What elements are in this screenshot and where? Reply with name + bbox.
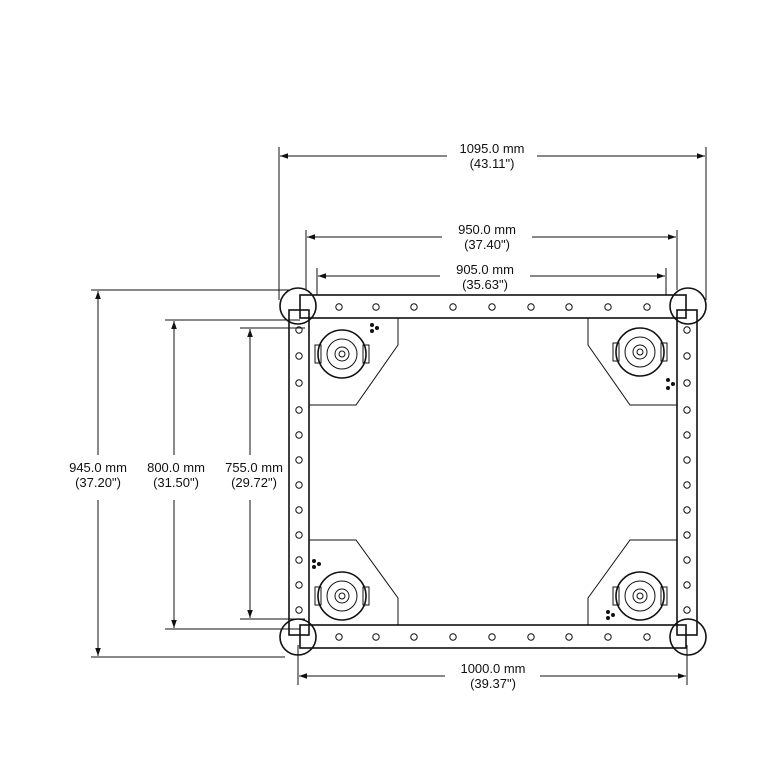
label-outer-width-metric: 950.0 mm [458, 222, 516, 237]
rail-hole [604, 303, 612, 311]
rail-hole [527, 303, 535, 311]
rail-hole [295, 606, 303, 614]
rail-hole [295, 531, 303, 539]
label-bottom-width-imperial: (39.37") [470, 676, 516, 691]
rail-hole [295, 326, 303, 334]
screw-cluster-bottom-left [312, 559, 321, 569]
label-outer-height-metric: 800.0 mm [147, 460, 205, 475]
screw-cluster-top-right [666, 378, 675, 390]
rail-hole [335, 303, 343, 311]
dimension-lines [91, 147, 707, 685]
rail-hole [295, 581, 303, 589]
screw-cluster-bottom-right [606, 610, 615, 620]
rail-hole [372, 633, 380, 641]
caster-bottom-right [612, 571, 668, 621]
rail-hole [295, 481, 303, 489]
rail-hole [683, 556, 691, 564]
rail-hole [335, 633, 343, 641]
rail-hole [604, 633, 612, 641]
corner-post-top-left [279, 287, 317, 325]
rail-hole [683, 326, 691, 334]
label-outer-width-imperial: (37.40") [464, 237, 510, 252]
rail-hole [683, 379, 691, 387]
caster-top-left [314, 329, 370, 379]
label-overall-width-imperial: (43.11") [470, 156, 515, 171]
rail-hole [683, 506, 691, 514]
rail-hole [449, 633, 457, 641]
rail-holes [295, 303, 691, 641]
corner-plate-bottom-right [587, 539, 678, 626]
rail-hole [683, 406, 691, 414]
label-outer-height-imperial: (31.50") [153, 475, 199, 490]
label-inner-width-imperial: (35.63") [462, 277, 508, 292]
corner-post-bottom-right [669, 618, 707, 656]
left-rail [288, 309, 310, 636]
rail-hole [643, 303, 651, 311]
bottom-rail [299, 624, 687, 649]
right-rail [676, 309, 698, 636]
rail-hole [643, 633, 651, 641]
rail-hole [295, 556, 303, 564]
rail-hole [565, 303, 573, 311]
corner-plate-top-right [587, 317, 678, 406]
rail-hole [372, 303, 380, 311]
rail-hole [683, 581, 691, 589]
screw-cluster-top-left [370, 323, 379, 333]
rail-hole [410, 303, 418, 311]
rail-hole [295, 406, 303, 414]
rail-hole [295, 379, 303, 387]
rail-hole [565, 633, 573, 641]
rail-hole [683, 481, 691, 489]
rail-hole [295, 352, 303, 360]
corner-plate-top-left [308, 317, 399, 406]
rail-hole [683, 431, 691, 439]
label-overall-width-metric: 1095.0 mm [459, 141, 524, 156]
label-bottom-width-metric: 1000.0 mm [460, 661, 525, 676]
rail-hole [683, 531, 691, 539]
rail-hole [683, 606, 691, 614]
corner-post-top-right [669, 287, 707, 325]
caster-bottom-left [314, 571, 370, 621]
top-rail [299, 294, 687, 319]
rail-hole [527, 633, 535, 641]
rail-hole [295, 506, 303, 514]
rail-hole [488, 633, 496, 641]
rail-hole [449, 303, 457, 311]
rail-hole [295, 456, 303, 464]
corner-plate-bottom-left [308, 539, 399, 626]
label-inner-width-metric: 905.0 mm [456, 262, 514, 277]
rail-hole [295, 431, 303, 439]
dimension-labels: 1095.0 mm (43.11") 950.0 mm (37.40") 905… [69, 141, 525, 691]
label-overall-height-metric: 945.0 mm [69, 460, 127, 475]
label-inner-height-imperial: (29.72") [231, 475, 277, 490]
rail-hole [410, 633, 418, 641]
rail-hole [683, 352, 691, 360]
label-inner-height-metric: 755.0 mm [225, 460, 283, 475]
caster-top-right [612, 327, 668, 377]
frame [279, 287, 707, 656]
rail-hole [683, 456, 691, 464]
label-overall-height-imperial: (37.20") [75, 475, 121, 490]
rail-hole [488, 303, 496, 311]
